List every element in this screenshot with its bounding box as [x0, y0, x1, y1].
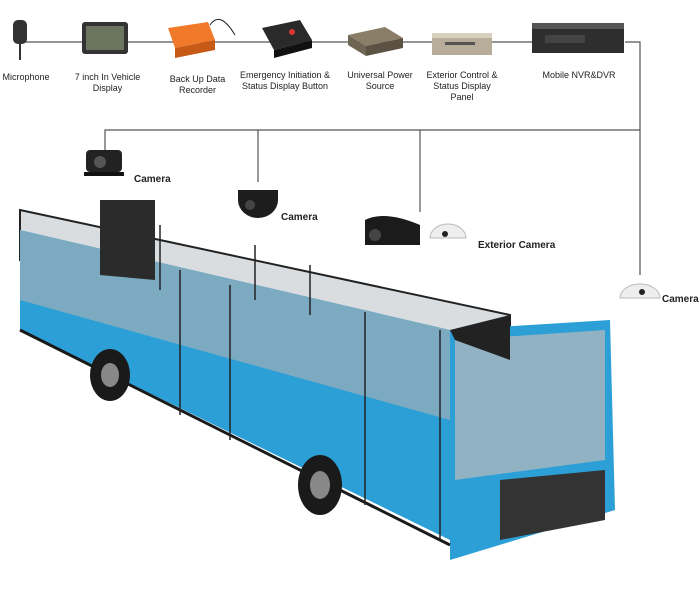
nvr-icon [532, 23, 624, 53]
display-icon [82, 22, 128, 54]
emergency-button-icon [262, 20, 312, 58]
device-label-control-panel: Exterior Control & Status Display Panel [426, 70, 498, 102]
dome-camera-icon [238, 190, 278, 218]
exterior-camera-label: Exterior Camera [478, 240, 556, 251]
recorder-icon [168, 18, 236, 58]
device-label-display: 7 inch In Vehicle Display [74, 72, 141, 93]
power-source-icon [348, 27, 403, 56]
microphone-icon [13, 20, 27, 60]
device-label-nvr: Mobile NVR&DVR [542, 70, 616, 80]
camera-label: Camera [134, 174, 171, 185]
camera-label: Camera [281, 212, 318, 223]
camera-label: Camera [662, 294, 699, 305]
bus-illustration [19, 200, 615, 560]
device-label-microphone: Microphone [2, 72, 50, 82]
control-panel-icon [432, 33, 492, 55]
device-label-recorder: Back Up Data Recorder [169, 74, 226, 95]
exterior-camera-icon [365, 216, 420, 245]
device-label-emergency-button: Emergency Initiation & Status Display Bu… [239, 70, 331, 91]
right-dome-camera-icon [619, 283, 661, 299]
device-label-power-source: Universal Power Source [347, 70, 413, 91]
mini-dome-camera-icon [429, 223, 467, 239]
camera-icon [84, 150, 124, 176]
